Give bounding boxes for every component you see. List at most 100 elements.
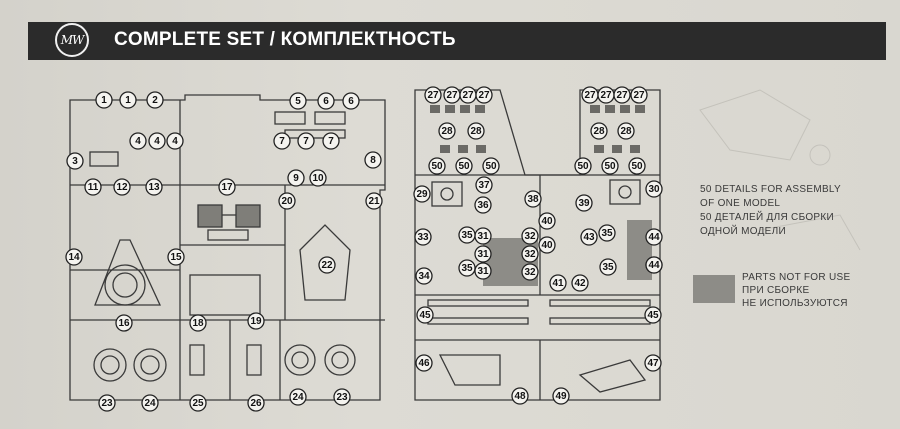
part-number-callout: 6 [317,92,335,110]
left-sprue-frame [69,94,386,401]
part-number: 18 [192,318,204,329]
part-number-callout: 48 [511,387,529,405]
part-number-callout: 41 [549,274,567,292]
part-number-callout: 1 [119,91,137,109]
part-number: 17 [221,182,233,193]
part-number: 36 [477,200,489,211]
part-number-callout: 44 [645,228,663,246]
part-number-callout: 28 [617,122,635,140]
part-number: 28 [593,126,605,137]
part-number: 3 [72,156,78,167]
part-number-callout: 31 [474,227,492,245]
info-line: 50 DETAILS FOR ASSEMBLY [700,184,842,195]
info-line: 50 ДЕТАЛЕЙ ДЛЯ СБОРКИ [700,212,834,223]
part-number-callout: 25 [189,394,207,412]
legend-text: PARTS NOT FOR USE ПРИ СБОРКЕ НЕ ИСПОЛЬЗУ… [742,271,850,310]
part-number: 24 [292,392,304,403]
part-number: 28 [470,126,482,137]
part-number: 42 [574,278,586,289]
part-number-callout: 4 [129,132,147,150]
page-title: COMPLETE SET / КОМПЛЕКТНОСТЬ [114,29,456,50]
part-number: 44 [648,260,660,271]
legend-swatch [693,275,735,303]
part-number: 31 [477,266,489,277]
part-number-callout: 7 [273,132,291,150]
part-number: 50 [631,161,643,172]
part-number-callout: 3 [66,152,84,170]
part-number: 26 [250,398,262,409]
part-number: 45 [419,310,431,321]
part-number-callout: 6 [342,92,360,110]
part-number-callout: 50 [455,157,473,175]
part-number: 27 [616,90,628,101]
part-number-callout: 23 [98,394,116,412]
part-number: 40 [541,216,553,227]
part-number-callout: 40 [538,212,556,230]
part-number: 28 [441,126,453,137]
part-number-callout: 26 [247,394,265,412]
part-number: 50 [577,161,589,172]
part-number: 35 [602,262,614,273]
part-number: 19 [250,316,262,327]
brand-logo: MW [55,23,89,57]
part-number-callout: 36 [474,196,492,214]
part-number-callout: 44 [645,256,663,274]
part-number: 25 [192,398,204,409]
part-number-callout: 27 [630,86,648,104]
part-number-callout: 24 [289,388,307,406]
part-number-callout: 24 [141,394,159,412]
part-number-callout: 27 [459,86,477,104]
part-number-callout: 4 [148,132,166,150]
part-number: 27 [600,90,612,101]
part-number-callout: 32 [521,263,539,281]
part-number-callout: 40 [538,236,556,254]
part-number-callout: 31 [474,262,492,280]
part-number-callout: 50 [482,157,500,175]
part-number-callout: 19 [247,312,265,330]
part-number: 9 [293,173,299,184]
part-number-callout: 27 [597,86,615,104]
part-number: 29 [416,189,428,200]
part-number-callout: 27 [581,86,599,104]
part-number: 35 [461,230,473,241]
part-number-callout: 5 [289,92,307,110]
part-number: 1 [101,95,107,106]
part-number: 5 [295,96,301,107]
part-number: 22 [321,260,333,271]
part-number: 45 [647,310,659,321]
part-number-callout: 42 [571,274,589,292]
part-number-callout: 28 [590,122,608,140]
part-number: 27 [633,90,645,101]
part-number: 32 [524,267,536,278]
part-number: 48 [514,391,526,402]
part-number-callout: 11 [84,178,102,196]
part-number: 49 [555,391,567,402]
info-line: ОДНОЙ МОДЕЛИ [700,226,786,237]
part-number-callout: 4 [166,132,184,150]
part-number: 6 [348,96,354,107]
part-number-callout: 10 [309,169,327,187]
part-number: 27 [478,90,490,101]
part-number-callout: 33 [414,228,432,246]
part-number: 47 [647,358,659,369]
part-number-callout: 45 [416,306,434,324]
part-number-callout: 2 [146,91,164,109]
part-number-callout: 35 [598,224,616,242]
part-number-callout: 47 [644,354,662,372]
part-number-callout: 9 [287,169,305,187]
part-number-callout: 14 [65,248,83,266]
part-number: 35 [601,228,613,239]
part-number-callout: 28 [438,122,456,140]
part-number-callout: 50 [428,157,446,175]
part-number-callout: 13 [145,178,163,196]
part-number: 13 [148,182,160,193]
part-number: 39 [578,198,590,209]
part-number: 31 [477,249,489,260]
part-number-callout: 38 [524,190,542,208]
part-number-callout: 12 [113,178,131,196]
part-number: 23 [101,398,113,409]
part-number-callout: 32 [521,227,539,245]
